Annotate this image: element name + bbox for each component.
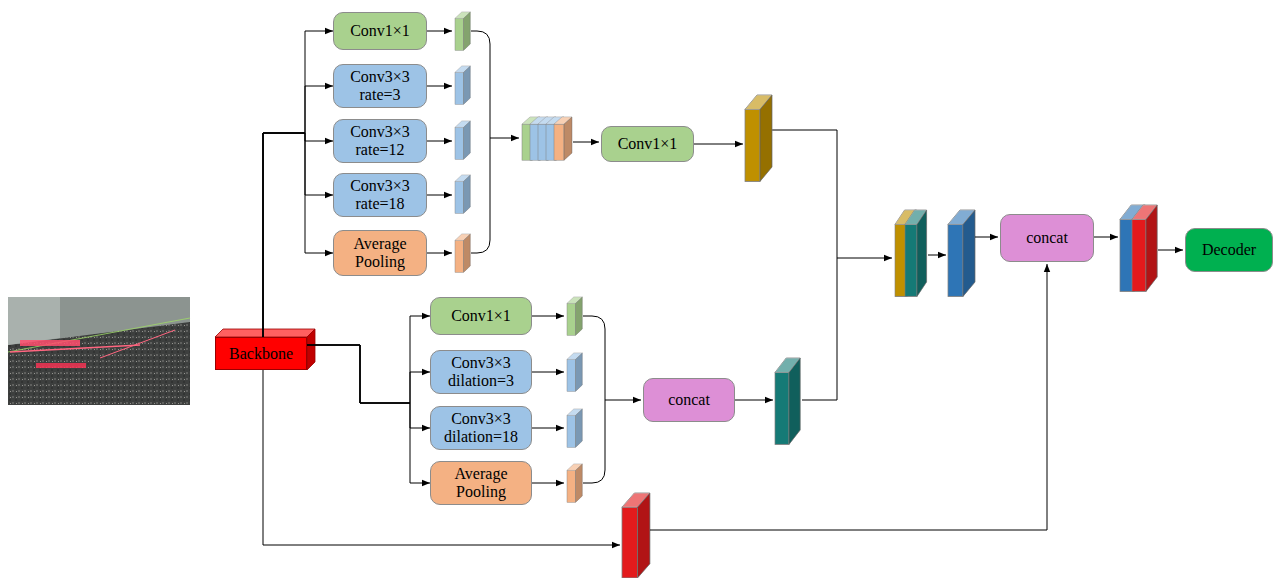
conv-box: Conv1×1 bbox=[333, 12, 427, 50]
connector-arrow bbox=[307, 345, 430, 428]
node-label: concat bbox=[668, 391, 710, 409]
pooling-box: Average Pooling bbox=[333, 230, 427, 276]
concat-stack-upper bbox=[522, 117, 572, 160]
connector-arrow bbox=[263, 133, 333, 337]
node-label: concat bbox=[1026, 229, 1068, 247]
node-label: Conv1×1 bbox=[350, 22, 410, 40]
connector-arrow bbox=[263, 31, 333, 337]
node-label: Backbone bbox=[229, 345, 293, 363]
low-level-map bbox=[622, 493, 650, 578]
conv-box: Conv3×3 rate=18 bbox=[333, 173, 427, 217]
node-label: Average Pooling bbox=[339, 235, 421, 271]
conv-box: Conv3×3 dilation=18 bbox=[430, 406, 532, 450]
concat-box: concat bbox=[643, 378, 735, 422]
dilated-output-map bbox=[775, 358, 800, 444]
node-label: Conv3×3 dilation=18 bbox=[436, 410, 526, 446]
pooling-box: Average Pooling bbox=[430, 461, 532, 505]
conv-box: Conv3×3 dilation=3 bbox=[430, 350, 532, 394]
node-label: Decoder bbox=[1202, 241, 1256, 259]
connector-arrow bbox=[307, 345, 430, 403]
wires-upper bbox=[427, 31, 892, 400]
node-label: Conv3×3 rate=18 bbox=[339, 177, 421, 213]
node-label: Conv3×3 rate=3 bbox=[339, 68, 421, 104]
node-label: Average Pooling bbox=[436, 465, 526, 501]
decoder-box: Decoder bbox=[1185, 228, 1273, 272]
connector-arrow bbox=[263, 133, 333, 337]
feature-maps-lower bbox=[567, 297, 582, 502]
conv-box: Conv3×3 rate=12 bbox=[333, 119, 427, 163]
node-label: Conv3×3 rate=12 bbox=[339, 123, 421, 159]
node-label: Conv3×3 dilation=3 bbox=[436, 354, 526, 390]
connector-arrow bbox=[263, 133, 333, 337]
connector-arrow bbox=[263, 86, 333, 337]
final-stack bbox=[1120, 205, 1157, 291]
wires-merge bbox=[263, 237, 1183, 545]
concat-box: concat bbox=[1000, 214, 1094, 262]
backbone-faces bbox=[215, 329, 315, 370]
conv-box: Conv1×1 bbox=[601, 126, 694, 162]
aspp-output-map bbox=[745, 95, 772, 181]
conv-box: Conv3×3 rate=3 bbox=[333, 64, 427, 108]
connector-arrow bbox=[307, 316, 430, 403]
merge-stack bbox=[895, 210, 927, 296]
node-label: Conv1×1 bbox=[451, 307, 511, 325]
conv-box: Conv1×1 bbox=[430, 297, 532, 335]
wires-lower bbox=[532, 316, 773, 483]
backbone-box: Backbone bbox=[215, 337, 307, 370]
connector-arrow bbox=[307, 345, 430, 483]
node-label: Conv1×1 bbox=[618, 135, 678, 153]
fused-map bbox=[948, 210, 975, 296]
input-photo bbox=[8, 297, 190, 405]
feature-maps-upper bbox=[455, 12, 470, 272]
